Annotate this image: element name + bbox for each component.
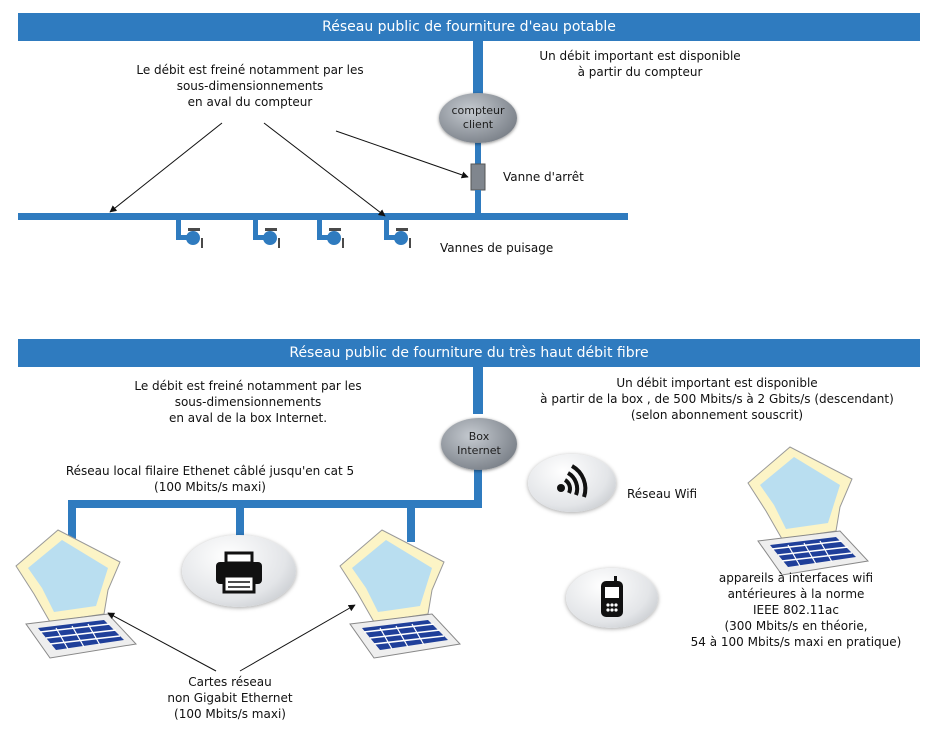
internet-box: Box Internet bbox=[441, 418, 517, 470]
faucet-icon bbox=[253, 218, 280, 248]
water-pipe-valve-to-distribution bbox=[475, 190, 481, 215]
printer-bubble bbox=[182, 535, 296, 607]
network-cards-note: Cartes réseau non Gigabit Ethernet (100 … bbox=[167, 675, 293, 721]
fiber-main-line-vertical bbox=[473, 364, 483, 414]
shutoff-valve bbox=[470, 163, 486, 191]
mobile-phone-icon bbox=[601, 576, 623, 617]
water-pipe-meter-to-valve bbox=[475, 138, 481, 166]
wifi-icon bbox=[557, 464, 588, 498]
water-network-banner: Réseau public de fourniture d'eau potabl… bbox=[18, 13, 920, 41]
arrow-to-pipe-left bbox=[109, 122, 223, 213]
fiber-right-note: Un débit important est disponible à part… bbox=[540, 376, 894, 422]
arrow-to-laptop-2-card bbox=[239, 604, 356, 672]
lan-drop-laptop-1 bbox=[68, 500, 76, 542]
arrow-to-shutoff-valve bbox=[335, 130, 469, 179]
customer-meter: compteur client bbox=[439, 93, 517, 143]
water-distribution-pipe bbox=[18, 213, 628, 220]
water-supply-diagram bbox=[18, 40, 628, 248]
water-main-pipe-vertical bbox=[473, 40, 483, 98]
wifi-network-label: Réseau Wifi bbox=[627, 487, 698, 501]
faucets-label: Vannes de puisage bbox=[440, 241, 554, 255]
lan-drop-laptop-2 bbox=[407, 500, 415, 542]
water-right-note: Un débit important est disponible à part… bbox=[539, 49, 741, 79]
wifi-devices-note: appareils à interfaces wifi antérieures … bbox=[690, 571, 902, 649]
mobile-phone-bubble bbox=[566, 568, 658, 628]
faucet-icon bbox=[176, 218, 203, 248]
arrow-to-laptop-1-card bbox=[107, 612, 217, 672]
fiber-network-banner: Réseau public de fourniture du très haut… bbox=[18, 339, 920, 367]
fiber-network-diagram bbox=[15, 364, 869, 672]
lan-bus-line bbox=[68, 500, 482, 508]
shutoff-valve-label: Vanne d'arrêt bbox=[503, 170, 584, 184]
water-left-note: Le débit est freiné notamment par les so… bbox=[136, 63, 364, 109]
fiber-left-note: Le débit est freiné notamment par les so… bbox=[134, 379, 362, 425]
printer-icon bbox=[216, 551, 262, 594]
faucet-icon bbox=[384, 218, 411, 248]
laptop-icon bbox=[747, 446, 869, 576]
wifi-bubble bbox=[528, 454, 616, 512]
faucet-icon bbox=[317, 218, 344, 248]
box-to-lan-line bbox=[474, 468, 482, 506]
lan-drop-printer bbox=[236, 500, 244, 540]
laptop-icon bbox=[15, 529, 137, 659]
arrow-to-faucets bbox=[263, 122, 386, 217]
lan-note: Réseau local filaire Ethenet câblé jusqu… bbox=[65, 464, 355, 494]
laptop-icon bbox=[339, 529, 461, 659]
